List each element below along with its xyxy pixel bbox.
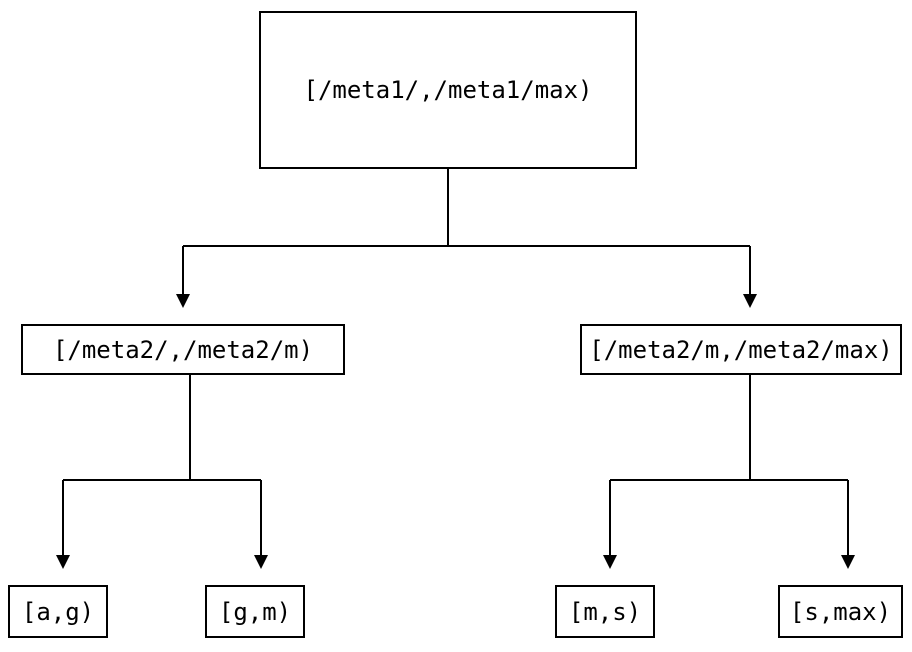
tree-node-leaf-gm[interactable]: [g,m) bbox=[205, 585, 305, 638]
arrowhead-to-leaf-smax bbox=[841, 555, 855, 569]
tree-node-leaf-ag-label: [a,g) bbox=[21, 597, 95, 626]
arrowhead-to-leaf-gm bbox=[254, 555, 268, 569]
arrowhead-to-meta2-low bbox=[176, 294, 190, 308]
tree-node-meta2-high-label: [/meta2/m,/meta2/max) bbox=[589, 335, 893, 364]
tree-node-leaf-gm-label: [g,m) bbox=[218, 597, 292, 626]
tree-node-leaf-ms[interactable]: [m,s) bbox=[555, 585, 655, 638]
tree-node-meta2-high[interactable]: [/meta2/m,/meta2/max) bbox=[580, 324, 902, 375]
tree-node-root-label: [/meta1/,/meta1/max) bbox=[303, 76, 593, 104]
tree-node-meta2-low[interactable]: [/meta2/,/meta2/m) bbox=[21, 324, 345, 375]
tree-node-leaf-ms-label: [m,s) bbox=[568, 597, 642, 626]
tree-node-leaf-ag[interactable]: [a,g) bbox=[8, 585, 108, 638]
tree-node-root[interactable]: [/meta1/,/meta1/max) bbox=[259, 11, 637, 169]
arrowhead-to-leaf-ms bbox=[603, 555, 617, 569]
arrowhead-to-leaf-ag bbox=[56, 555, 70, 569]
arrowhead-to-meta2-high bbox=[743, 294, 757, 308]
tree-node-meta2-low-label: [/meta2/,/meta2/m) bbox=[52, 335, 314, 364]
tree-node-leaf-smax-label: [s,max) bbox=[789, 597, 892, 626]
tree-node-leaf-smax[interactable]: [s,max) bbox=[778, 585, 903, 638]
